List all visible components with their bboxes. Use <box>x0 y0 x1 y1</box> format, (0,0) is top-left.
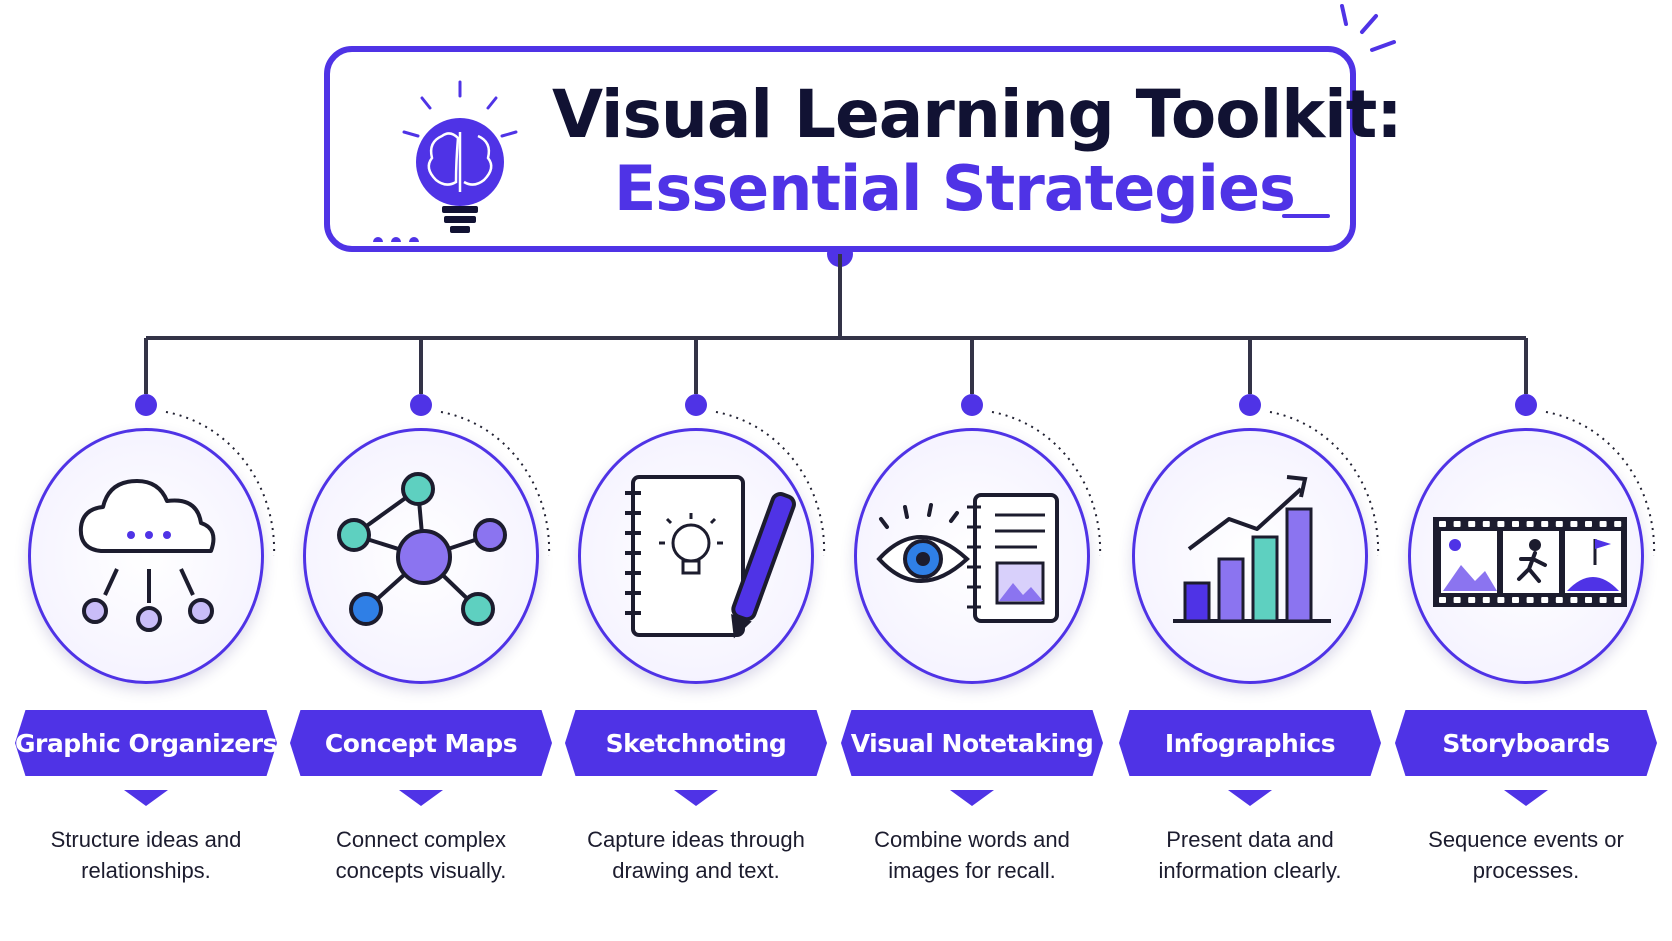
strategy-label: Infographics <box>1119 710 1381 776</box>
strategy-label-text: Concept Maps <box>324 728 518 758</box>
strategy-label-text: Visual Notetaking <box>850 728 1094 758</box>
strategy-label: Graphic Organizers <box>15 710 277 776</box>
title-underline-mark <box>1282 214 1330 218</box>
sparkle-icon <box>1340 4 1396 52</box>
strategy-description: Sequence events or processes. <box>1428 827 1624 883</box>
strategy-label-text: Graphic Organizers <box>15 728 277 758</box>
title-box: Visual Learning Toolkit: Essential Strat… <box>324 46 1403 252</box>
strategy-label: Storyboards <box>1395 710 1657 776</box>
strategy-label: Sketchnoting <box>565 710 827 776</box>
strategy-description: Present data and information clearly. <box>1158 827 1342 883</box>
strategy-icon-circle <box>578 428 814 684</box>
strategy-description: Structure ideas and relationships. <box>50 827 242 883</box>
label-pointer <box>950 790 994 806</box>
film-strip-icon <box>1433 517 1627 607</box>
label-pointer <box>674 790 718 806</box>
strategy-icon-circle <box>303 428 539 684</box>
label-pointer <box>399 790 443 806</box>
notebook-pen-icon <box>625 475 796 639</box>
strategy-description: Capture ideas through drawing and text. <box>587 827 805 883</box>
strategy-label-text: Infographics <box>1164 728 1336 758</box>
title-main: Visual Learning Toolkit: <box>552 76 1403 153</box>
bar-chart-icon <box>1173 475 1331 623</box>
brain-lightbulb-icon <box>373 80 518 242</box>
cloud-network-icon <box>78 479 216 632</box>
strategy-description: Combine words and images for recall. <box>874 827 1070 883</box>
strategy-label-text: Storyboards <box>1442 728 1610 758</box>
strategy-icon-circle <box>28 428 264 684</box>
strategy-description: Connect complex concepts visually. <box>335 827 507 883</box>
eye-notebook-icon <box>876 493 1059 623</box>
strategy-label: Concept Maps <box>290 710 552 776</box>
strategy-icon-circle <box>1132 428 1368 684</box>
strategy-icon-circle <box>854 428 1090 684</box>
title-subtitle: Essential Strategies <box>614 152 1296 225</box>
label-pointer <box>124 790 168 806</box>
label-pointer <box>1228 790 1272 806</box>
strategy-label-text: Sketchnoting <box>605 728 787 758</box>
label-pointer <box>1504 790 1548 806</box>
strategy-label: Visual Notetaking <box>841 710 1103 776</box>
node-graph-icon <box>337 472 507 626</box>
strategy-icon-circle <box>1408 428 1644 684</box>
